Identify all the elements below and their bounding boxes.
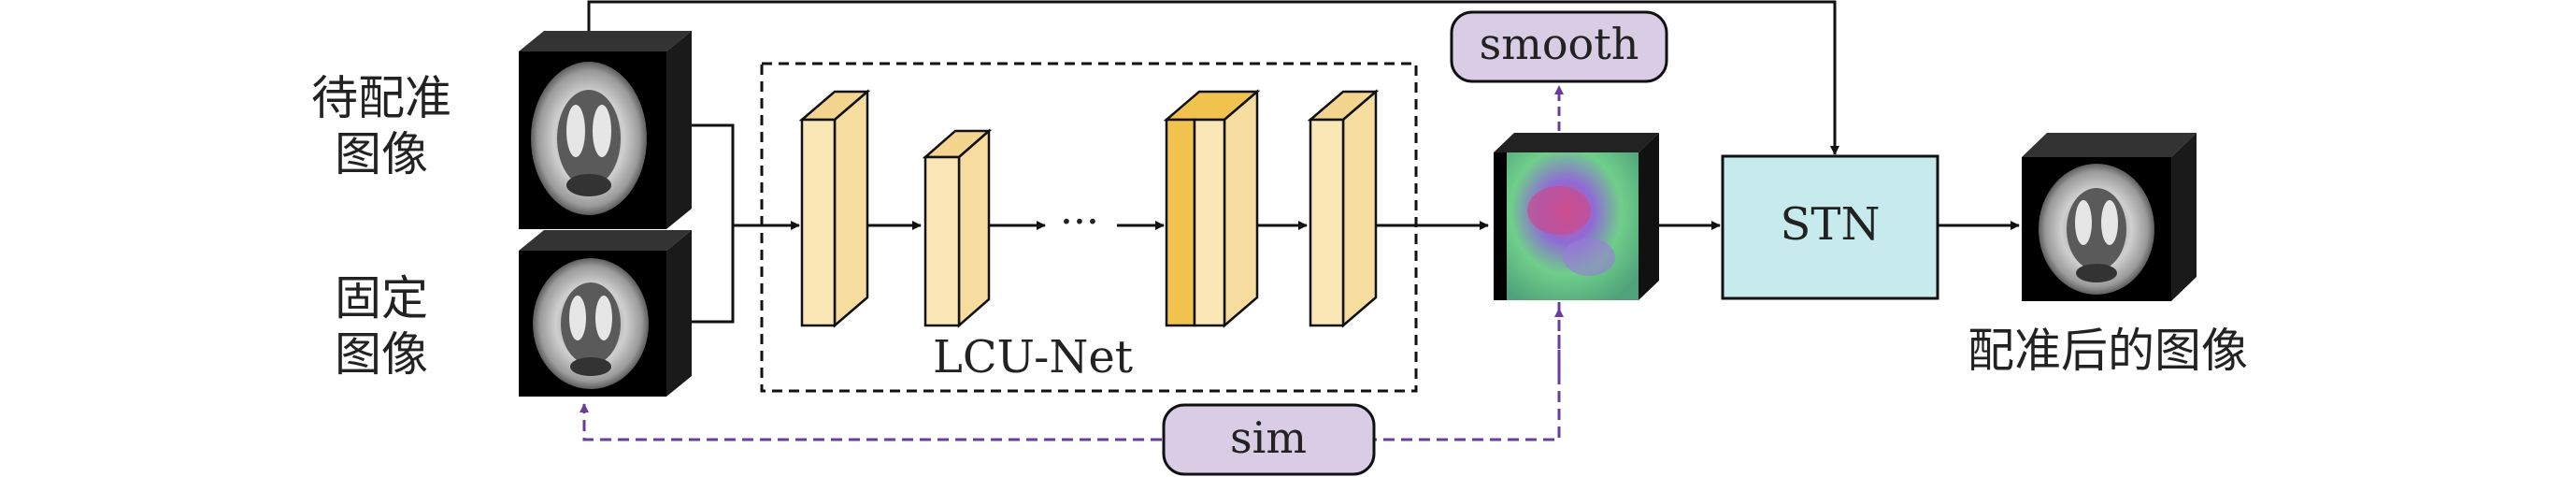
network-layer-1: [798, 89, 871, 328]
smooth-loss-label: smooth: [1480, 19, 1639, 69]
moving-image-label-line1: 待配准: [311, 71, 451, 125]
sim-loss-box: sim: [1162, 403, 1376, 476]
smooth-loss-box: smooth: [1450, 10, 1668, 83]
stn-box: STN: [1721, 154, 1939, 300]
registered-brain-image: [2039, 164, 2154, 295]
moving-brain-image: [531, 62, 647, 215]
moving-to-stn-skip-connection: [587, 0, 1839, 155]
network-layer-2: [922, 128, 993, 328]
sim-loss-path: [580, 302, 1561, 441]
input-merge-connector: [692, 123, 800, 324]
registered-image-block: [2022, 133, 2197, 301]
moving-image-label-line2: 图像: [335, 127, 428, 181]
fixed-image-label-line2: 图像: [335, 327, 428, 382]
lcu-net-box: [760, 62, 1418, 393]
fixed-image-block: [519, 230, 692, 397]
sim-loss-label: sim: [1230, 412, 1307, 463]
deformation-field-block: [1494, 133, 1659, 300]
stn-label: STN: [1781, 198, 1881, 251]
network-concat-layer: [1163, 89, 1261, 328]
registered-image-label: 配准后的图像: [1968, 324, 2248, 378]
layers-ellipsis: ···: [1060, 198, 1099, 246]
network-layer-4: [1307, 89, 1380, 328]
fixed-image-label-line1: 固定: [335, 271, 428, 325]
lcu-net-label: LCU-Net: [933, 331, 1133, 383]
moving-image-block: [519, 31, 692, 229]
fixed-brain-image: [533, 258, 649, 389]
